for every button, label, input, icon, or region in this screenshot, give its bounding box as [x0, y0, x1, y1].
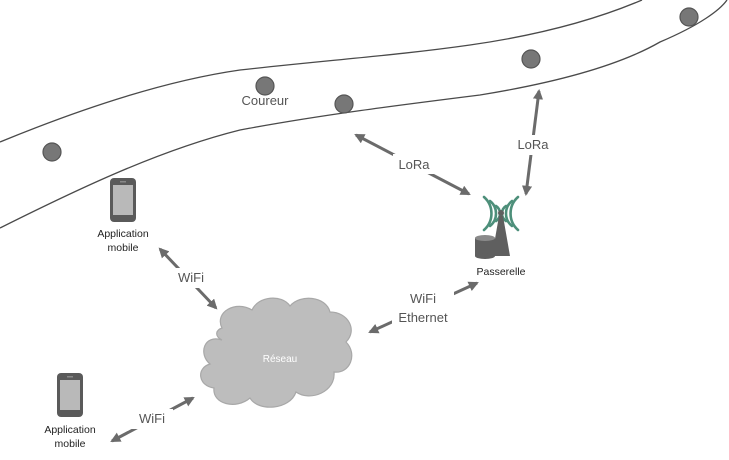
wifi-ethernet-label-line2: Ethernet — [398, 310, 448, 325]
runner-dot-icon — [255, 76, 275, 96]
lora-left-label: LoRa — [398, 157, 430, 172]
gateway-label: Passerelle — [476, 266, 525, 278]
network-label: Réseau — [263, 354, 297, 365]
smartphone-icon — [110, 178, 136, 222]
wifi-bottom-label: WiFi — [139, 411, 165, 426]
app-top-label-line2: mobile — [108, 242, 139, 254]
app-bottom-label-line1: Application — [44, 424, 96, 436]
smartphone-icon — [57, 373, 83, 417]
road-lower-edge — [0, 0, 728, 229]
cloud-icon — [200, 297, 353, 408]
road-upper-edge — [0, 0, 643, 143]
runner-dot-icon — [521, 49, 541, 69]
wifi-top-label: WiFi — [178, 270, 204, 285]
runner-label: Coureur — [242, 93, 290, 108]
lora-right-label: LoRa — [517, 137, 549, 152]
app-bottom-label-line2: mobile — [55, 438, 86, 450]
runner-dot-icon — [42, 142, 62, 162]
runner-dot-icon — [679, 7, 699, 27]
wifi-ethernet-label-line1: WiFi — [410, 291, 436, 306]
runners — [42, 7, 699, 162]
app-top-label-line1: Application — [97, 228, 149, 240]
runner-dot-icon — [334, 94, 354, 114]
antenna-gateway-icon — [475, 195, 520, 259]
